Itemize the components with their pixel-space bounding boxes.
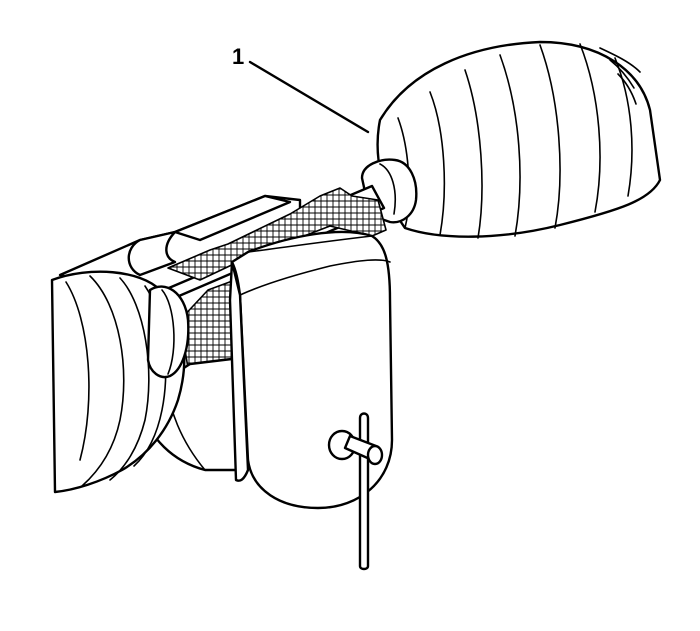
inner-boot: [50, 270, 190, 494]
callout-1: 1: [232, 44, 370, 134]
callout-leader-line: [248, 60, 370, 134]
outer-boot: [360, 40, 662, 239]
callout-label: 1: [232, 44, 244, 69]
t-handle-screw: [327, 412, 384, 571]
